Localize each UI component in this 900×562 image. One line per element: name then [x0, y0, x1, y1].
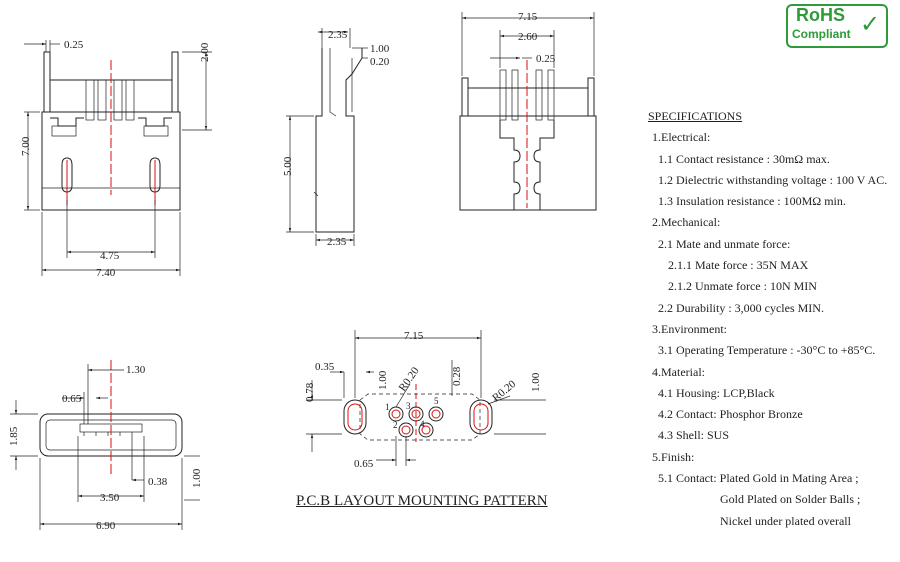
spec-line: 4.3 Shell: SUS — [658, 428, 730, 443]
spec-line: 2.1.1 Mate force : 35N MAX — [668, 258, 809, 273]
spec-line: 5.1 Contact: Plated Gold in Mating Area … — [658, 471, 859, 486]
checkmark-icon: ✓ — [860, 10, 881, 38]
spec-line: 5.Finish: — [652, 449, 695, 464]
spec-line: 2.Mechanical: — [652, 215, 721, 230]
spec-line: 4.2 Contact: Phosphor Bronze — [658, 407, 803, 422]
dim-side-b: 0.20 — [370, 56, 390, 68]
pin-label-5: 5 — [434, 396, 439, 406]
side-view: 2.35 1.00 0.20 5.00 2.35 — [282, 28, 390, 248]
dim-front-top: 0.25 — [64, 39, 84, 51]
dim-end-a: 1.30 — [126, 364, 146, 376]
pin-label-1: 1 — [385, 402, 390, 412]
rohs-badge: RoHS Compliant ✓ — [786, 4, 888, 48]
spec-line: 4.Material: — [652, 364, 705, 379]
spec-line: 1.1 Contact resistance : 30mΩ max. — [658, 151, 830, 166]
spec-line: 3.Environment: — [652, 321, 727, 336]
spec-heading: SPECIFICATIONS — [648, 109, 743, 123]
dim-front-width: 7.40 — [96, 267, 116, 279]
dim-rear-total: 7.15 — [518, 11, 538, 23]
dim-pcb-a: 0.35 — [315, 361, 335, 373]
dim-side-height: 5.00 — [282, 156, 294, 176]
pin-label-3: 3 — [406, 401, 411, 411]
dim-side-top: 2.35 — [328, 29, 348, 41]
spec-line: 3.1 Operating Temperature : -30°C to +85… — [658, 343, 876, 358]
pcb-layout-title: P.C.B LAYOUT MOUNTING PATTERN — [296, 493, 548, 509]
dim-rear-mid: 2.60 — [518, 31, 538, 43]
pcb-pattern: 1 3 5 2 4 7.15 0.35 0.78 1.00 R0.20 0.28… — [304, 330, 546, 470]
dim-end-d: 3.50 — [100, 492, 120, 504]
dim-pcb-r1: R0.20 — [397, 365, 422, 394]
dim-end-e: 1.00 — [191, 468, 203, 488]
dim-pcb-c: 1.00 — [377, 370, 389, 390]
dim-rear-pin: 0.25 — [536, 53, 556, 65]
dim-end-c: 0.38 — [148, 476, 168, 488]
dim-side-bottom: 2.35 — [327, 236, 347, 248]
spec-line: Gold Plated on Solder Balls ; — [720, 492, 861, 507]
dim-front-side: 2.00 — [199, 42, 211, 62]
dim-pcb-f: 0.65 — [354, 458, 374, 470]
spec-line: 1.2 Dielectric withstanding voltage : 10… — [658, 172, 888, 187]
spec-line: 1.Electrical: — [652, 130, 711, 145]
dim-pcb-width: 7.15 — [404, 330, 424, 342]
dim-end-b: 0.65 — [62, 393, 82, 405]
end-view: 1.30 0.65 1.85 0.38 3.50 1.00 6.90 — [8, 360, 203, 532]
rohs-label: RoHS — [796, 5, 845, 25]
pin-label-4: 4 — [420, 419, 425, 429]
specifications-block: SPECIFICATIONS 1.Electrical: 1.1 Contact… — [648, 106, 900, 532]
dim-pcb-e: 1.00 — [530, 372, 542, 392]
front-view: 0.25 2.00 7.00 4.75 7.40 — [20, 39, 212, 279]
rear-view: 7.15 2.60 0.25 — [459, 11, 597, 211]
dim-pcb-b: 0.78 — [304, 382, 316, 402]
spec-line: 1.3 Insulation resistance : 100MΩ min. — [658, 194, 846, 209]
spec-line: 2.1.2 Unmate force : 10N MIN — [668, 279, 817, 294]
spec-line: 4.1 Housing: LCP,Black — [658, 385, 775, 400]
dim-end-w: 6.90 — [96, 520, 116, 532]
dim-side-a: 1.00 — [370, 43, 390, 55]
dim-front-pitch: 4.75 — [100, 250, 120, 262]
compliant-label: Compliant — [792, 27, 851, 41]
pin-label-2: 2 — [393, 420, 398, 430]
spec-line: 2.1 Mate and unmate force: — [658, 236, 791, 251]
dim-pcb-d: 0.28 — [451, 366, 463, 386]
dim-end-h: 1.85 — [8, 426, 20, 446]
spec-line: 2.2 Durability : 3,000 cycles MIN. — [658, 300, 824, 315]
dim-front-height: 7.00 — [20, 136, 32, 156]
spec-line: Nickel under plated overall — [720, 513, 851, 528]
